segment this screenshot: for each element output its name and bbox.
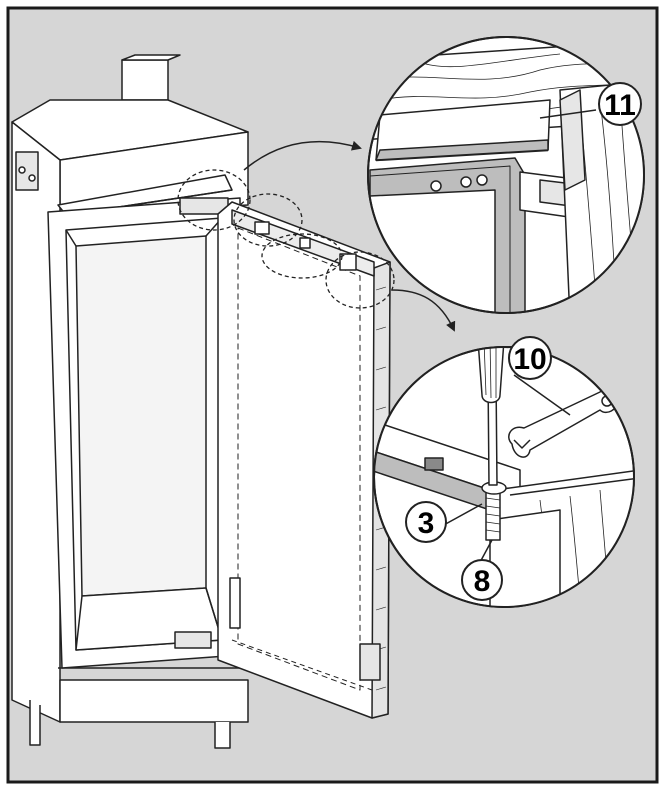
cabinet-plinth <box>59 679 249 723</box>
appliance-body <box>47 197 241 669</box>
detail-marker-corner <box>325 251 395 309</box>
callout-labels: 11 10 3 8 <box>405 82 642 601</box>
callout-label-8: 8 <box>474 565 491 598</box>
detail-view-bottom <box>373 346 635 608</box>
detail-marker-hinge <box>233 193 303 247</box>
callout-8: 8 <box>461 559 503 601</box>
arrow-to-bottom-detail <box>391 289 456 332</box>
arrow-to-top-detail <box>243 140 362 171</box>
detail-marker-top <box>177 169 251 231</box>
callout-10: 10 <box>508 336 552 380</box>
callout-11: 11 <box>598 82 642 126</box>
door <box>217 201 391 719</box>
callout-label-11: 11 <box>604 89 636 122</box>
detail-markers <box>177 169 395 309</box>
callout-label-3: 3 <box>418 507 435 540</box>
door-panel <box>217 201 391 719</box>
door-hinge-bottom <box>359 643 381 681</box>
detail-arrows <box>243 140 456 332</box>
callout-3: 3 <box>405 501 447 543</box>
callout-label-10: 10 <box>513 343 546 376</box>
bottom-hinge <box>174 631 212 649</box>
cabinet <box>11 54 249 749</box>
